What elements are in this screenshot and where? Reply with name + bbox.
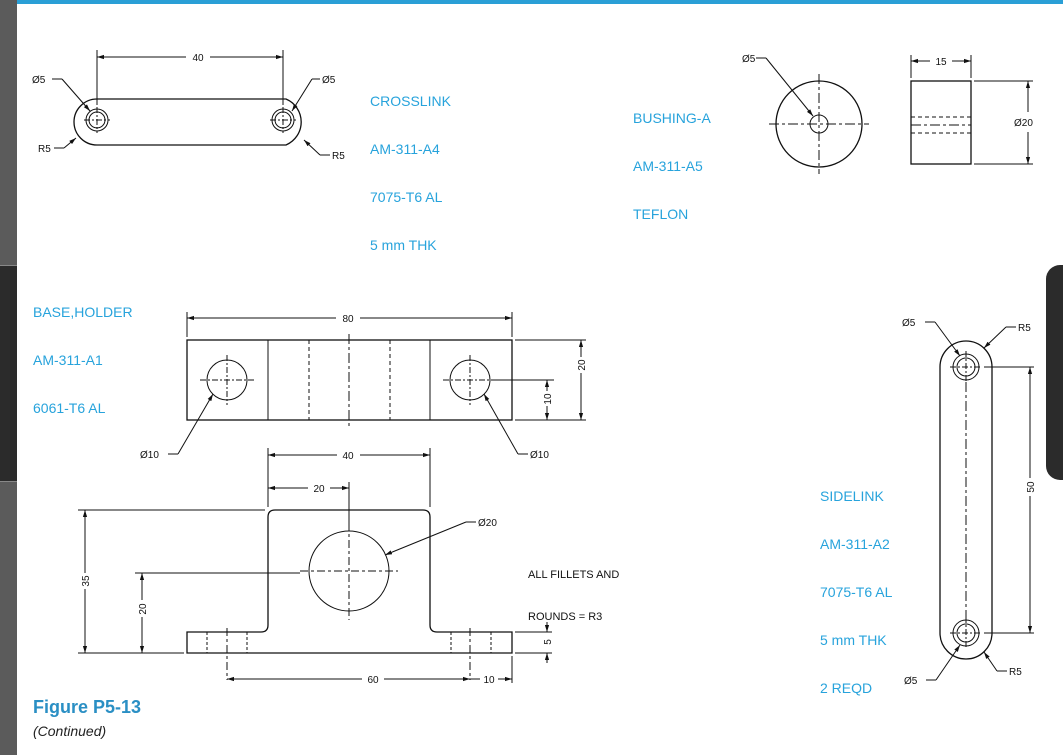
front-height-dim: 35	[81, 575, 92, 587]
bushing-diameter-dim: Ø20	[1014, 118, 1033, 129]
crosslink-radius-left-dim: R5	[38, 144, 51, 155]
sidelink-hole-top-dim: Ø5	[902, 318, 916, 329]
bushing-part-number: AM-311-A5	[633, 158, 703, 174]
crosslink-part-number: AM-311-A4	[370, 141, 440, 157]
base-hole-right-dim: Ø10	[530, 450, 549, 461]
base-holder-material: 6061-T6 AL	[33, 400, 106, 416]
figure-subtitle: (Continued)	[33, 723, 107, 739]
sidelink-hole-bottom-dim: Ø5	[904, 676, 918, 687]
base-holder-label: BASE,HOLDER AM-311-A1 6061-T6 AL	[33, 272, 133, 432]
left-sidebar-strip	[0, 0, 17, 755]
right-panel-tab[interactable]	[1046, 265, 1063, 480]
sidelink-radius-bottom-dim: R5	[1009, 667, 1022, 678]
base-offset-dim: 10	[543, 393, 554, 405]
base-length-dim: 80	[342, 314, 354, 325]
base-holder-top-view	[168, 312, 586, 455]
fillets-note-line-2: ROUNDS = R3	[528, 611, 603, 623]
sidelink-length-dim: 50	[1026, 481, 1037, 493]
crosslink-radius-right-dim: R5	[332, 151, 345, 162]
crosslink-length-dim: 40	[192, 53, 204, 64]
sidelink-quantity: 2 REQD	[820, 680, 873, 696]
sidelink-material: 7075-T6 AL	[820, 584, 893, 600]
fillets-note: ALL FILLETS AND ROUNDS = R3	[528, 540, 619, 638]
front-bore-dim: Ø20	[478, 518, 497, 529]
sidelink-radius-top-dim: R5	[1018, 323, 1031, 334]
bushing-material: TEFLON	[633, 206, 689, 222]
crosslink-hole-left-dim: Ø5	[32, 75, 46, 86]
front-base-thk-dim: 5	[543, 639, 554, 645]
base-holder-name: BASE,HOLDER	[33, 304, 133, 320]
top-accent-bar	[0, 0, 1063, 4]
base-hole-left-dim: Ø10	[140, 450, 159, 461]
front-hole-span-dim: 60	[367, 675, 379, 686]
figure-title: Figure P5-13	[33, 697, 142, 717]
base-holder-front-view	[78, 448, 552, 683]
crosslink-drawing	[52, 50, 330, 156]
bushing-hole-dim: Ø5	[742, 54, 756, 65]
front-top-width-dim: 40	[342, 451, 354, 462]
front-center-dim: 20	[313, 484, 325, 495]
crosslink-material: 7075-T6 AL	[370, 189, 443, 205]
bushing-drawing	[756, 55, 1033, 174]
crosslink-thickness: 5 mm THK	[370, 237, 437, 253]
front-center-height-dim: 20	[138, 603, 149, 615]
crosslink-label: CROSSLINK AM-311-A4 7075-T6 AL 5 mm THK	[370, 61, 451, 269]
sidelink-drawing	[925, 321, 1034, 681]
left-sidebar-handle	[0, 265, 17, 482]
crosslink-name: CROSSLINK	[370, 93, 451, 109]
base-height-dim: 20	[577, 359, 588, 371]
sidelink-thickness: 5 mm THK	[820, 632, 887, 648]
fillets-note-line-1: ALL FILLETS AND	[528, 569, 620, 581]
sidelink-part-number: AM-311-A2	[820, 536, 890, 552]
sidelink-name: SIDELINK	[820, 488, 884, 504]
bushing-width-dim: 15	[935, 57, 947, 68]
base-holder-part-number: AM-311-A1	[33, 352, 103, 368]
crosslink-hole-right-dim: Ø5	[322, 75, 336, 86]
sidelink-label: SIDELINK AM-311-A2 7075-T6 AL 5 mm THK 2…	[820, 456, 892, 712]
front-edge-dim: 10	[483, 675, 495, 686]
bushing-label: BUSHING-A AM-311-A5 TEFLON	[633, 78, 711, 238]
bushing-name: BUSHING-A	[633, 110, 711, 126]
